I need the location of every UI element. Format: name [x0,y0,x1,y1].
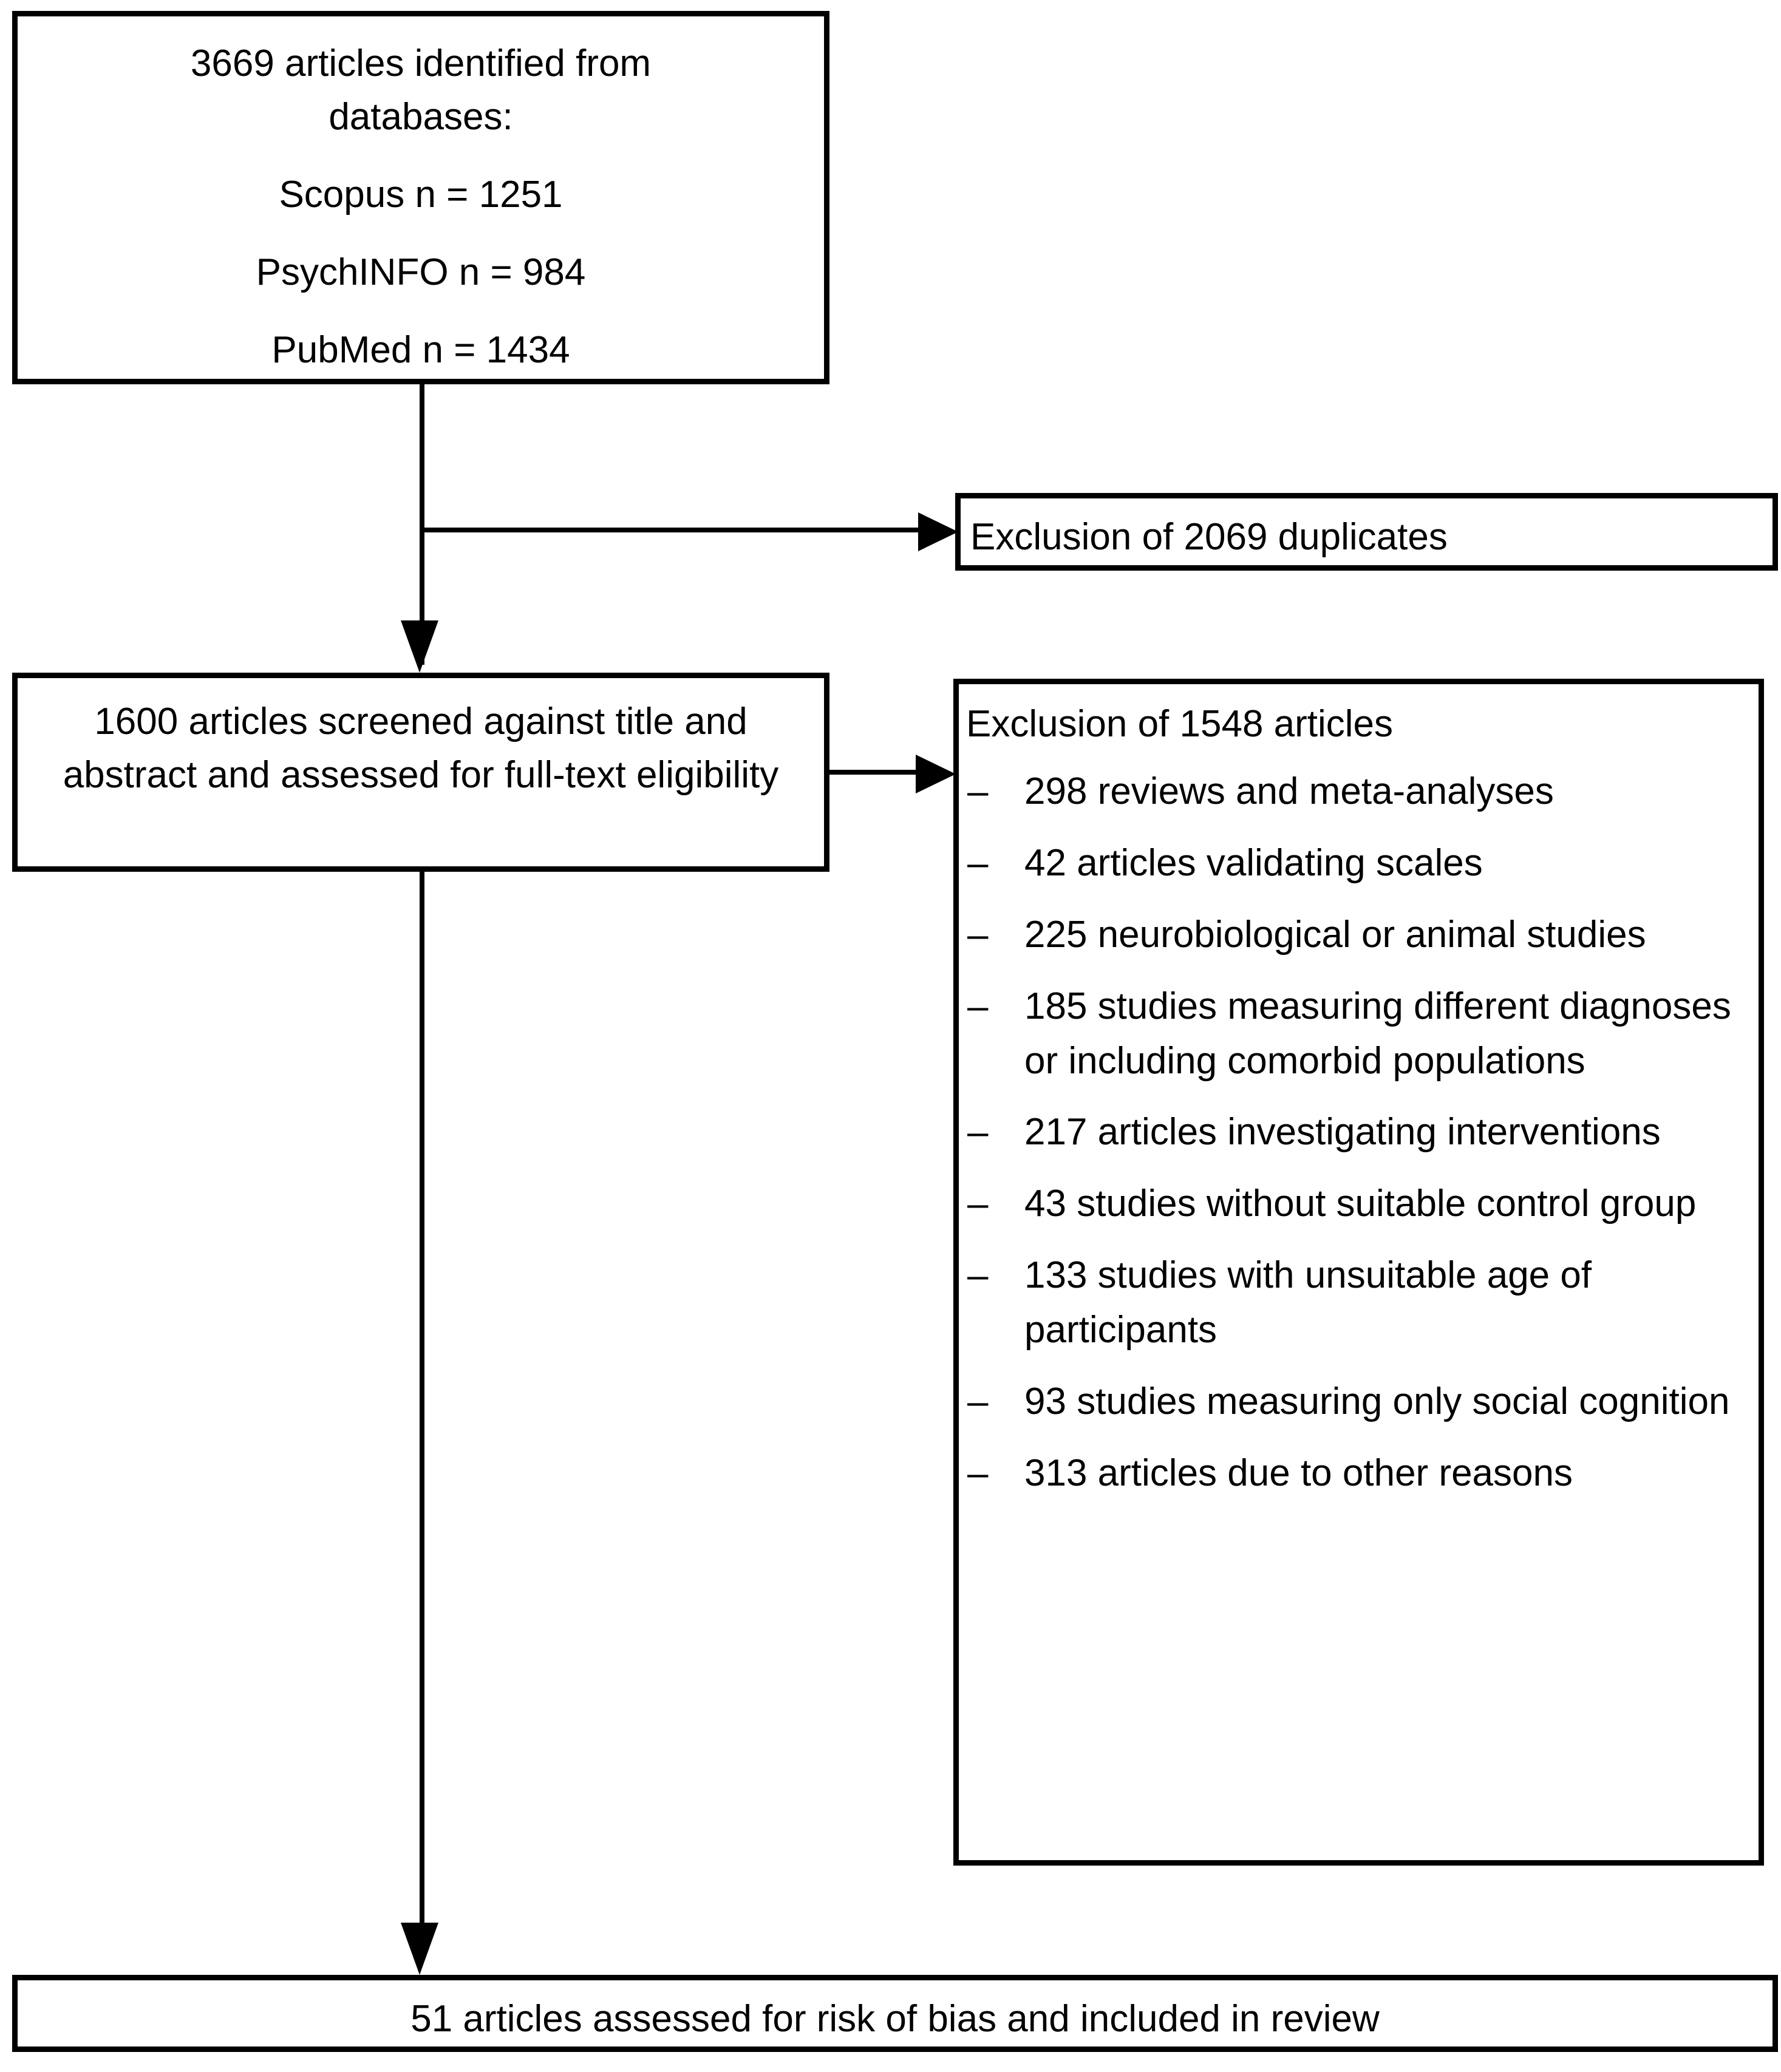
arrowhead-right-exclusions [916,755,956,793]
dash-marker-icon: – [967,1452,989,1494]
screening-line-2: and abstract and assessed for full-text [63,701,747,797]
exclusion-item: – 185 studies measuring different diagno… [966,979,1751,1089]
identification-headline: 3669 articles identified from [190,42,652,84]
identification-box: 3669 articles identified from databases:… [12,11,829,384]
exclusion-item-label: 185 studies measuring different diagnose… [1024,985,1731,1082]
exclusion-item: – 225 neurobiological or animal studies [966,908,1751,962]
arrowhead-down-screening [401,620,438,673]
exclusion-item-label: 313 articles due to other reasons [1024,1452,1573,1494]
arrowhead-down-included [401,1923,438,1975]
exclusion-title: Exclusion of 1548 articles [966,703,1394,745]
exclusion-item-label: 217 articles investigating interventions [1024,1111,1661,1153]
exclusion-reason-list: – 298 reviews and meta-analyses – 42 art… [966,764,1751,1501]
connector-screening-to-included [420,872,424,1928]
exclusion-item: – 298 reviews and meta-analyses [966,764,1751,819]
duplicates-label: Exclusion of 2069 duplicates [970,516,1448,558]
duplicates-exclusion-box: Exclusion of 2069 duplicates [955,493,1778,571]
source-pubmed: PubMed n = 1434 [271,329,570,372]
screening-line-1: 1600 articles screened against title [94,701,674,742]
included-label: 51 articles assessed for risk of bias an… [410,1998,1380,2040]
exclusion-item: – 217 articles investigating interventio… [966,1105,1751,1160]
dash-marker-icon: – [967,1381,989,1423]
exclusion-item: – 133 studies with unsuitable age of par… [966,1248,1751,1357]
exclusion-item-label: 93 studies measuring only social cogniti… [1024,1381,1730,1423]
included-box: 51 articles assessed for risk of bias an… [12,1975,1778,2052]
dash-marker-icon: – [967,1183,989,1225]
exclusion-item: – 93 studies measuring only social cogni… [966,1374,1751,1429]
source-scopus: Scopus n = 1251 [279,174,563,216]
dash-marker-icon: – [967,1111,989,1153]
identification-headline-cont: databases: [329,96,513,138]
exclusion-item-label: 42 articles validating scales [1024,841,1483,884]
screening-line-3: eligibility [636,754,779,797]
dash-marker-icon: – [967,913,989,956]
source-psychinfo: PsychINFO n = 984 [256,251,586,294]
exclusion-item-label: 43 studies without suitable control grou… [1024,1183,1697,1225]
dash-marker-icon: – [967,985,989,1027]
dash-marker-icon: – [967,770,989,813]
exclusion-item: – 313 articles due to other reasons [966,1446,1751,1501]
arrowhead-right-duplicates [918,512,958,551]
exclusion-item: – 42 articles validating scales [966,836,1751,891]
exclusion-item-label: 298 reviews and meta-analyses [1024,770,1554,813]
connector-to-duplicates [422,528,922,532]
screening-box: 1600 articles screened against title and… [12,673,829,872]
connector-identification-to-screening [420,384,424,665]
exclusion-reasons-box: Exclusion of 1548 articles – 298 reviews… [953,679,1764,1866]
connector-to-exclusions [829,770,921,775]
exclusion-item-label: 133 studies with unsuitable age of parti… [1024,1254,1592,1351]
exclusion-item-label: 225 neurobiological or animal studies [1024,913,1646,956]
dash-marker-icon: – [967,841,989,884]
exclusion-item: – 43 studies without suitable control gr… [966,1177,1751,1231]
dash-marker-icon: – [967,1254,989,1297]
